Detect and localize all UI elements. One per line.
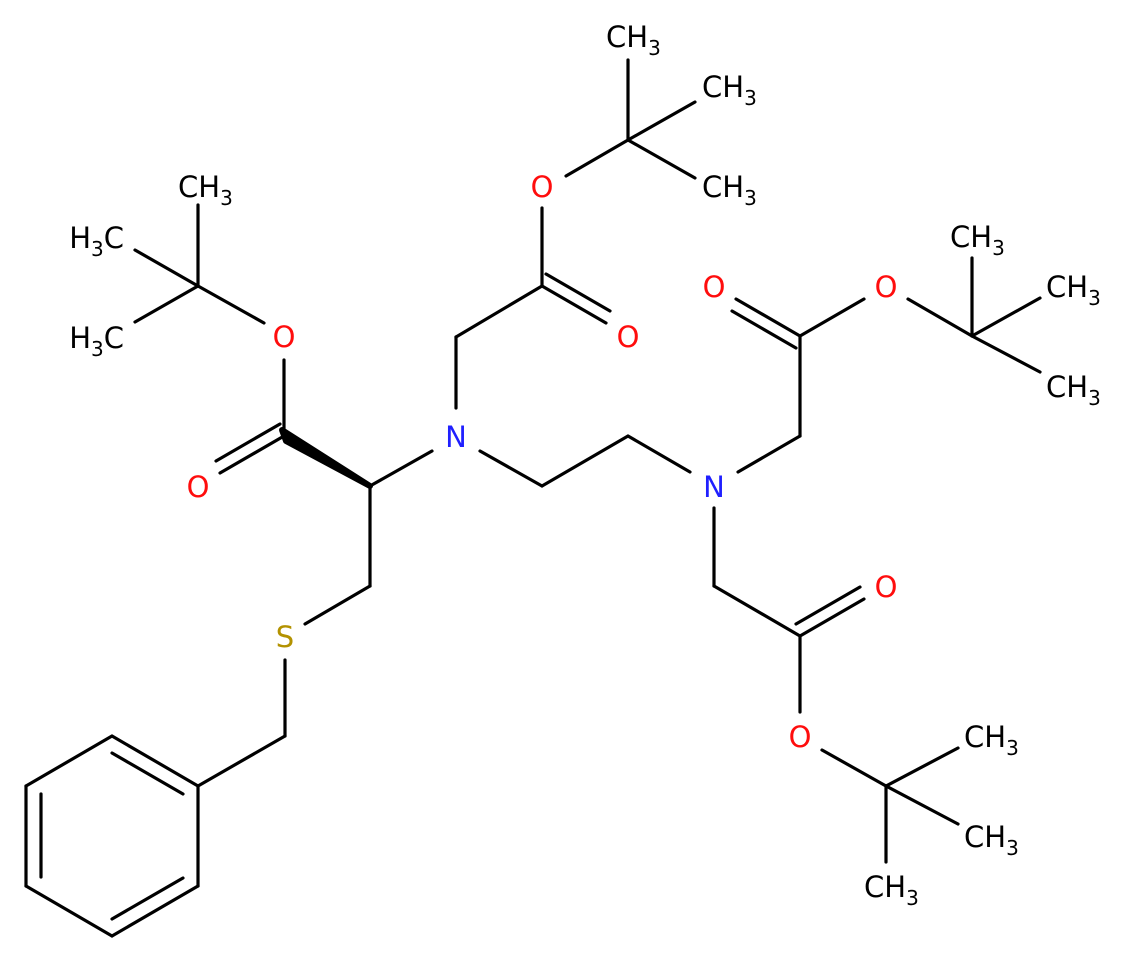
bond (544, 272, 612, 313)
bond (712, 584, 802, 638)
bond (454, 284, 544, 339)
bond (820, 748, 888, 788)
bond (478, 449, 544, 488)
bond (884, 746, 960, 788)
atom-labels: N N S O O O O O O O O H3C H3C CH3 CH3 CH… (69, 20, 1101, 910)
bonds (24, 58, 1042, 938)
methyl-group: CH3 (1046, 270, 1101, 310)
bond (110, 884, 200, 938)
bond (303, 584, 372, 626)
nitrogen-atom: N (445, 420, 467, 454)
methyl-group: CH3 (1046, 370, 1101, 410)
bond (196, 284, 266, 325)
methyl-group: H3C (69, 221, 124, 261)
bond (24, 884, 114, 938)
bond (540, 434, 630, 488)
oxygen-atom: O (531, 170, 554, 204)
bond (970, 296, 1042, 338)
nitrogen-atom: N (703, 470, 725, 504)
wedge-bond (279, 427, 373, 489)
oxygen-atom: O (273, 320, 296, 354)
bond (368, 449, 434, 488)
methyl-group: CH3 (950, 220, 1005, 260)
methyl-group: CH3 (702, 70, 757, 110)
methyl-group: CH3 (964, 820, 1019, 860)
bond (540, 284, 608, 325)
oxygen-atom: O (875, 570, 898, 604)
bond (110, 751, 185, 796)
bond (110, 734, 200, 788)
bond (970, 334, 1042, 374)
bond (564, 138, 630, 178)
bond (798, 597, 866, 638)
bond (110, 876, 185, 921)
bond (214, 422, 282, 463)
methyl-group: CH3 (864, 870, 919, 910)
bond (626, 434, 692, 474)
bond (218, 434, 286, 475)
oxygen-atom: O (703, 270, 726, 304)
bond (133, 248, 200, 288)
bond (798, 297, 866, 338)
oxygen-atom: O (187, 470, 210, 504)
methyl-group: CH3 (178, 170, 233, 210)
bond (626, 100, 697, 142)
bond (626, 138, 697, 180)
methyl-group: CH3 (606, 20, 661, 60)
bond (906, 297, 974, 338)
bond (794, 585, 862, 626)
oxygen-atom: O (875, 270, 898, 304)
bond (734, 297, 802, 338)
methyl-group: CH3 (964, 720, 1019, 760)
oxygen-atom: O (617, 320, 640, 354)
methyl-group: H3C (69, 321, 124, 361)
bond (884, 784, 960, 826)
bond (730, 309, 798, 350)
bond (736, 434, 802, 474)
sulfur-atom: S (276, 620, 294, 654)
oxygen-atom: O (789, 720, 812, 754)
bond (24, 734, 114, 788)
bond (196, 734, 287, 788)
methyl-group: CH3 (702, 170, 757, 210)
bond (133, 284, 200, 324)
